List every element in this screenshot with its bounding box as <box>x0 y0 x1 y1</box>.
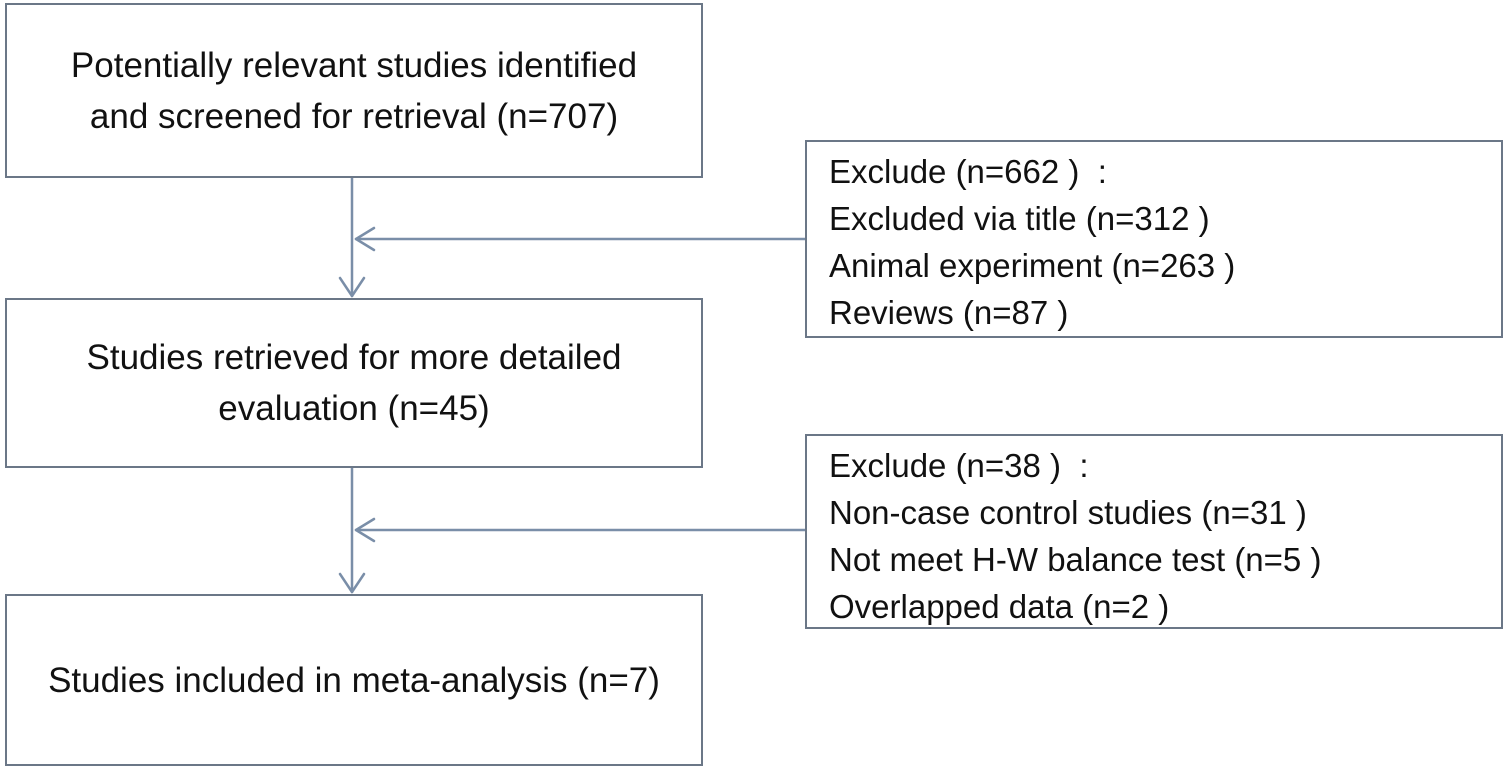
box-retrieved-studies: Studies retrieved for more detailed eval… <box>5 298 703 468</box>
box-exclusion-screening: Exclude (n=662 ) : Excluded via title (n… <box>805 140 1503 338</box>
arrowhead-down-1 <box>338 276 366 298</box>
arrowhead-left-2 <box>354 517 376 543</box>
exclusion-reason: Overlapped data (n=2 ) <box>829 588 1170 625</box>
box-text-line: evaluation (n=45) <box>218 389 490 428</box>
box-text-line: Studies included in meta-analysis (n=7) <box>48 660 660 700</box>
exclusion-reason: Not meet H-W balance test (n=5 ) <box>829 541 1322 578</box>
exclusion-reason: Excluded via title (n=312 ) <box>829 200 1210 237</box>
exclusion-heading: Exclude (n=38 ) : <box>829 447 1089 484</box>
arrowhead-left-1 <box>354 226 376 252</box>
box-text-line: and screened for retrieval (n=707) <box>89 96 619 136</box>
box-text-line: Studies retrieved for more detailed <box>86 338 622 377</box>
box-identified-studies: Potentially relevant studies identified … <box>5 3 703 178</box>
box-exclusion-evaluation: Exclude (n=38 ) : Non-case control studi… <box>805 434 1503 629</box>
arrowhead-down-2 <box>338 572 366 594</box>
exclusion-reason: Animal experiment (n=263 ) <box>829 247 1236 284</box>
box-included-studies: Studies included in meta-analysis (n=7) <box>5 594 703 766</box>
exclusion-heading: Exclude (n=662 ) : <box>829 153 1107 190</box>
exclusion-reason: Reviews (n=87 ) <box>829 294 1069 331</box>
exclusion-reason: Non-case control studies (n=31 ) <box>829 494 1307 531</box>
box-text-line: Potentially relevant studies identified <box>70 45 638 85</box>
